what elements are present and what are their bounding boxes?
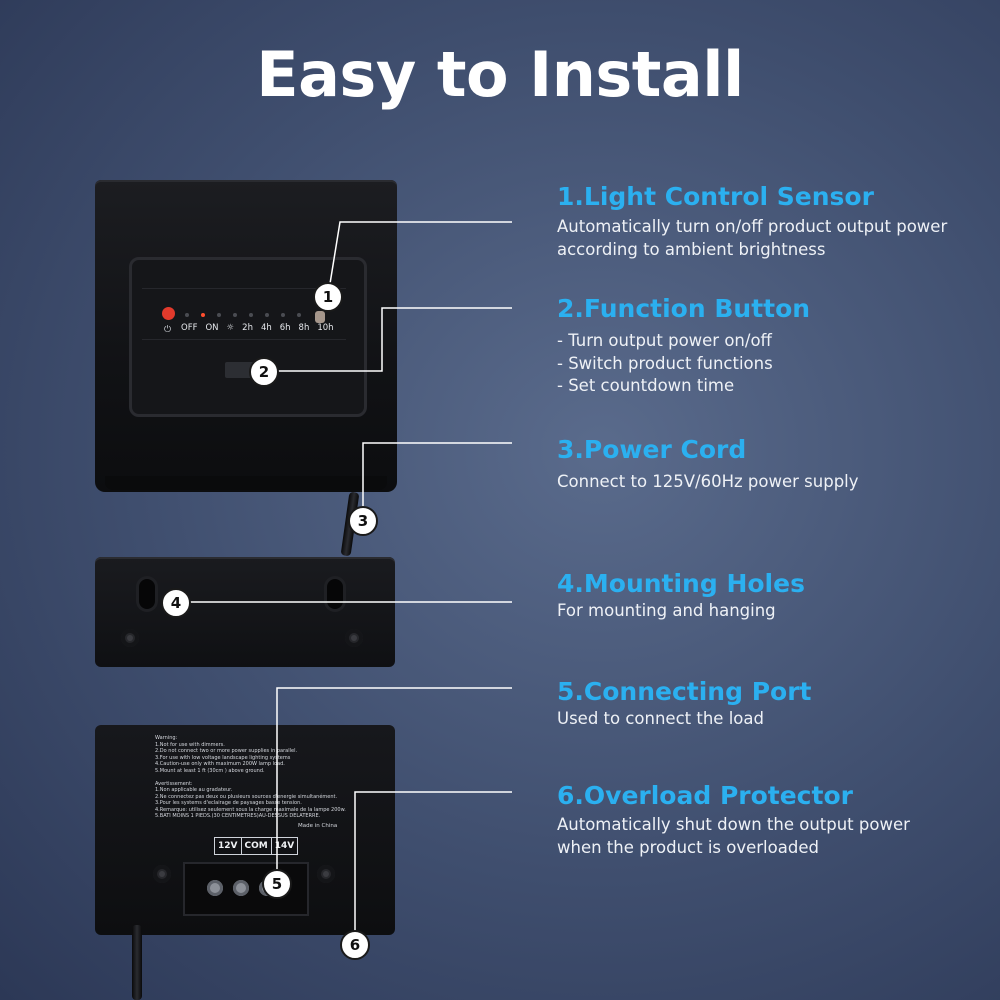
screw-icon: [317, 865, 335, 883]
power-icon: ⏻: [164, 325, 172, 335]
feature-mounting-holes: 4.Mounting Holes For mounting and hangin…: [557, 568, 987, 623]
feature-light-control-sensor: 1.Light Control Sensor Automatically tur…: [557, 181, 987, 261]
callout-badge-1: 1: [313, 282, 343, 312]
led-10h: [297, 313, 301, 317]
terminal-screw-icon: [207, 880, 223, 896]
unit-bottom-edge: [105, 476, 387, 490]
port-label-12v: 12V: [215, 838, 242, 854]
power-indicator-light: [162, 307, 175, 320]
mounting-hole-left: [139, 579, 155, 609]
output-cable: [132, 925, 142, 1000]
callout-badge-5: 5: [262, 869, 292, 899]
feature-description: when the product is overloaded: [557, 837, 819, 857]
control-panel-strip: [142, 288, 346, 340]
led-2h: [233, 313, 237, 317]
led-label: ☼: [226, 323, 235, 333]
feature-description: Automatically turn on/off product output…: [557, 217, 948, 236]
callout-badge-3: 3: [348, 506, 378, 536]
feature-description: For mounting and hanging: [557, 601, 776, 620]
transformer-mounting-view: [95, 557, 395, 667]
feature-heading: 3.Power Cord: [557, 435, 747, 464]
feature-bullet: - Turn output power on/off: [557, 331, 772, 350]
port-label-14v: 14V: [274, 841, 295, 851]
feature-heading: 2.Function Button: [557, 294, 811, 323]
callout-badge-2: 2: [249, 357, 279, 387]
led-label: ON: [205, 323, 219, 333]
status-leds: [185, 313, 315, 317]
led-label: OFF: [181, 323, 198, 333]
light-sensor: [315, 311, 325, 323]
feature-bullet: - Set countdown time: [557, 376, 735, 395]
port-labels: 12V COM 14V: [214, 837, 299, 855]
led-labels: OFF ON ☼ 2h 4h 6h 8h 10h: [181, 323, 334, 333]
screw-icon: [345, 629, 363, 647]
terminal-screw-icon: [233, 880, 249, 896]
screw-icon: [121, 629, 139, 647]
callout-badge-6: 6: [340, 930, 370, 960]
feature-heading: 5.Connecting Port: [557, 677, 812, 706]
led-8h: [281, 313, 285, 317]
feature-heading: 4.Mounting Holes: [557, 569, 805, 598]
feature-description: according to ambient brightness: [557, 239, 826, 259]
page-title: Easy to Install: [256, 38, 744, 111]
led-label: 6h: [279, 323, 291, 333]
feature-bullet: - Switch product functions: [557, 353, 773, 373]
made-in-label: Made in China: [298, 823, 338, 829]
callout-badge-4: 4: [161, 588, 191, 618]
feature-heading: 1.Light Control Sensor: [557, 182, 874, 211]
led-4h: [249, 313, 253, 317]
feature-bullet-list: - Turn output power on/off - Switch prod…: [557, 330, 987, 398]
led-6h: [265, 313, 269, 317]
transformer-front-view: ⏻ OFF ON ☼ 2h 4h 6h 8h 10h: [95, 180, 397, 492]
led-dusk: [217, 313, 221, 317]
feature-description: Connect to 125V/60Hz power supply: [557, 472, 859, 491]
transformer-terminal-view: Warning: 1.Not for use with dimmers. 2.D…: [95, 725, 395, 935]
warning-label: Warning: 1.Not for use with dimmers. 2.D…: [155, 735, 346, 819]
port-label-com: COM: [242, 838, 272, 854]
led-off: [185, 313, 189, 317]
feature-function-button: 2.Function Button - Turn output power on…: [557, 293, 987, 398]
terminal-block: [183, 862, 309, 916]
feature-description: Used to connect the load: [557, 709, 764, 728]
led-on: [201, 313, 205, 317]
led-label: 8h: [298, 323, 310, 333]
feature-heading: 6.Overload Protector: [557, 781, 853, 810]
feature-power-cord: 3.Power Cord Connect to 125V/60Hz power …: [557, 434, 987, 494]
feature-connecting-port: 5.Connecting Port Used to connect the lo…: [557, 676, 987, 731]
led-label: 4h: [260, 323, 272, 333]
led-label: 10h: [317, 323, 334, 333]
led-label: 2h: [242, 323, 253, 333]
feature-overload-protector: 6.Overload Protector Automatically shut …: [557, 780, 987, 859]
screw-icon: [153, 865, 171, 883]
feature-description: Automatically shut down the output power: [557, 815, 910, 834]
